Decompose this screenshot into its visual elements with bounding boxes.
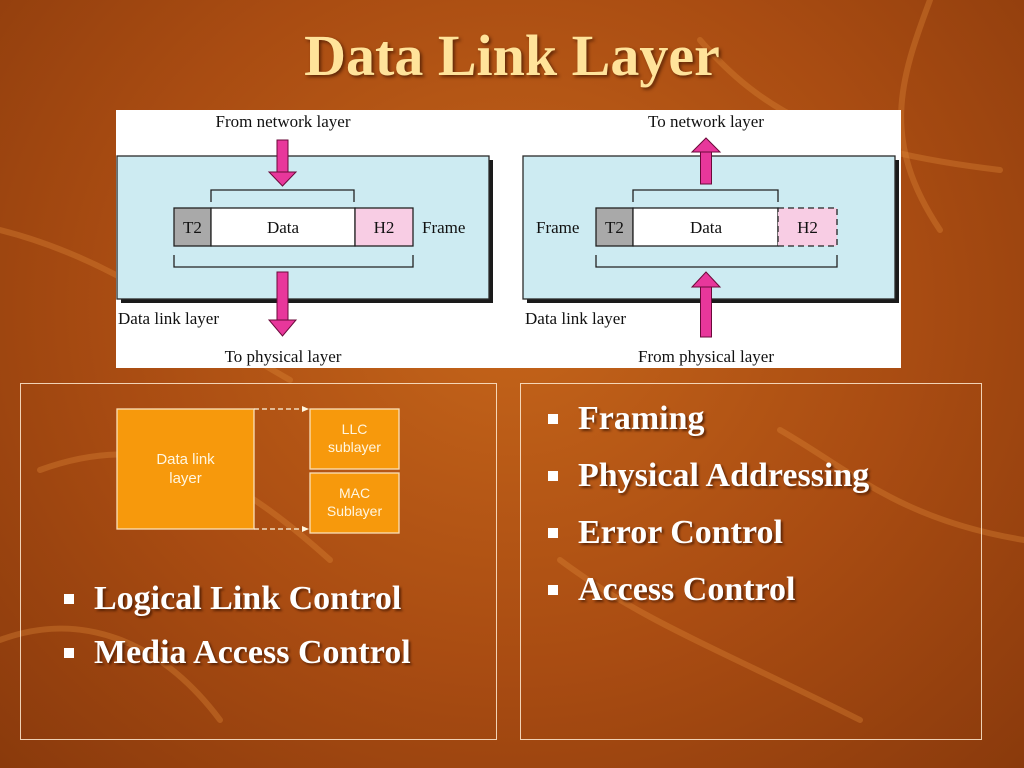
sender-top-label: From network layer bbox=[215, 112, 350, 131]
sender-trailer-label: T2 bbox=[183, 218, 202, 237]
sender-frame-bracket bbox=[173, 255, 414, 268]
sender-down-arrow-bottom bbox=[267, 271, 298, 337]
bullet-square-icon bbox=[548, 413, 558, 424]
mac-sublayer-box bbox=[309, 472, 400, 534]
list-item-text: Framing bbox=[578, 400, 705, 437]
sender-frame-label: Frame bbox=[422, 218, 465, 237]
bullet-square-icon bbox=[548, 527, 558, 538]
list-item: Error Control bbox=[548, 504, 869, 561]
receiver-top-label: To network layer bbox=[648, 112, 764, 131]
list-item-text: Media Access Control bbox=[94, 634, 411, 671]
list-item: Framing bbox=[548, 390, 869, 447]
sender-header-label: H2 bbox=[374, 218, 395, 237]
sender-data-bracket bbox=[210, 189, 355, 202]
llc-line1: LLC bbox=[342, 421, 368, 437]
left-bullet-list: Logical Link Control Media Access Contro… bbox=[64, 572, 411, 680]
receiver-bottom-label: From physical layer bbox=[638, 347, 774, 366]
mac-line1: MAC bbox=[339, 485, 370, 501]
receiver-data-label: Data bbox=[690, 218, 723, 237]
sender-data-label: Data bbox=[267, 218, 300, 237]
bullet-square-icon bbox=[64, 648, 74, 658]
receiver-data-bracket bbox=[632, 189, 779, 202]
receiver-up-arrow-bottom bbox=[690, 271, 722, 338]
mac-line2: Sublayer bbox=[327, 503, 383, 519]
llc-sublayer-box bbox=[309, 408, 400, 470]
sender-bottom-label: To physical layer bbox=[225, 347, 342, 366]
data-link-layer-box bbox=[116, 408, 255, 530]
bullet-square-icon bbox=[64, 594, 74, 604]
list-item-text: Error Control bbox=[578, 514, 783, 551]
receiver-diagram: To network layer Frame T2 Data H2 Data l… bbox=[522, 112, 899, 366]
llc-line2: sublayer bbox=[328, 439, 381, 455]
functions-panel: Framing Physical Addressing Error Contro… bbox=[520, 383, 982, 740]
list-item: Logical Link Control bbox=[64, 572, 411, 626]
data-link-layer-diagram: From network layer T2 Data H2 Frame Data… bbox=[116, 110, 901, 368]
data-link-layer-line2: layer bbox=[169, 470, 202, 487]
bullet-square-icon bbox=[548, 584, 558, 595]
receiver-up-arrow-top bbox=[690, 137, 722, 185]
sender-trailer-box bbox=[173, 207, 212, 247]
list-item-text: Physical Addressing bbox=[578, 457, 870, 494]
sender-header-box bbox=[354, 207, 414, 247]
receiver-header-label: H2 bbox=[797, 218, 818, 237]
list-item-text: Logical Link Control bbox=[94, 580, 402, 617]
slide-title: Data Link Layer bbox=[304, 23, 720, 88]
sender-data-box bbox=[210, 207, 356, 247]
receiver-frame-label: Frame bbox=[536, 218, 579, 237]
receiver-trailer-label: T2 bbox=[605, 218, 624, 237]
receiver-frame-bracket bbox=[595, 255, 838, 268]
data-link-layer-line1: Data link bbox=[156, 451, 215, 468]
sender-diagram: From network layer T2 Data H2 Frame Data… bbox=[116, 112, 493, 366]
receiver-data-box bbox=[632, 207, 779, 247]
right-bullet-list: Framing Physical Addressing Error Contro… bbox=[548, 390, 870, 618]
receiver-header-box bbox=[777, 207, 838, 247]
list-item: Access Control bbox=[548, 561, 869, 618]
list-item-text: Access Control bbox=[578, 571, 796, 608]
list-item: Physical Addressing bbox=[548, 447, 870, 504]
sender-down-arrow-top bbox=[267, 139, 298, 187]
sublayer-panel: Data link layer LLC sublayer MAC Sublaye… bbox=[20, 383, 497, 740]
receiver-layer-label: Data link layer bbox=[525, 309, 626, 328]
list-item: Media Access Control bbox=[64, 626, 411, 680]
sender-layer-label: Data link layer bbox=[118, 309, 219, 328]
bullet-square-icon bbox=[548, 470, 558, 481]
sublayer-diagram: Data link layer LLC sublayer MAC Sublaye… bbox=[116, 406, 400, 534]
